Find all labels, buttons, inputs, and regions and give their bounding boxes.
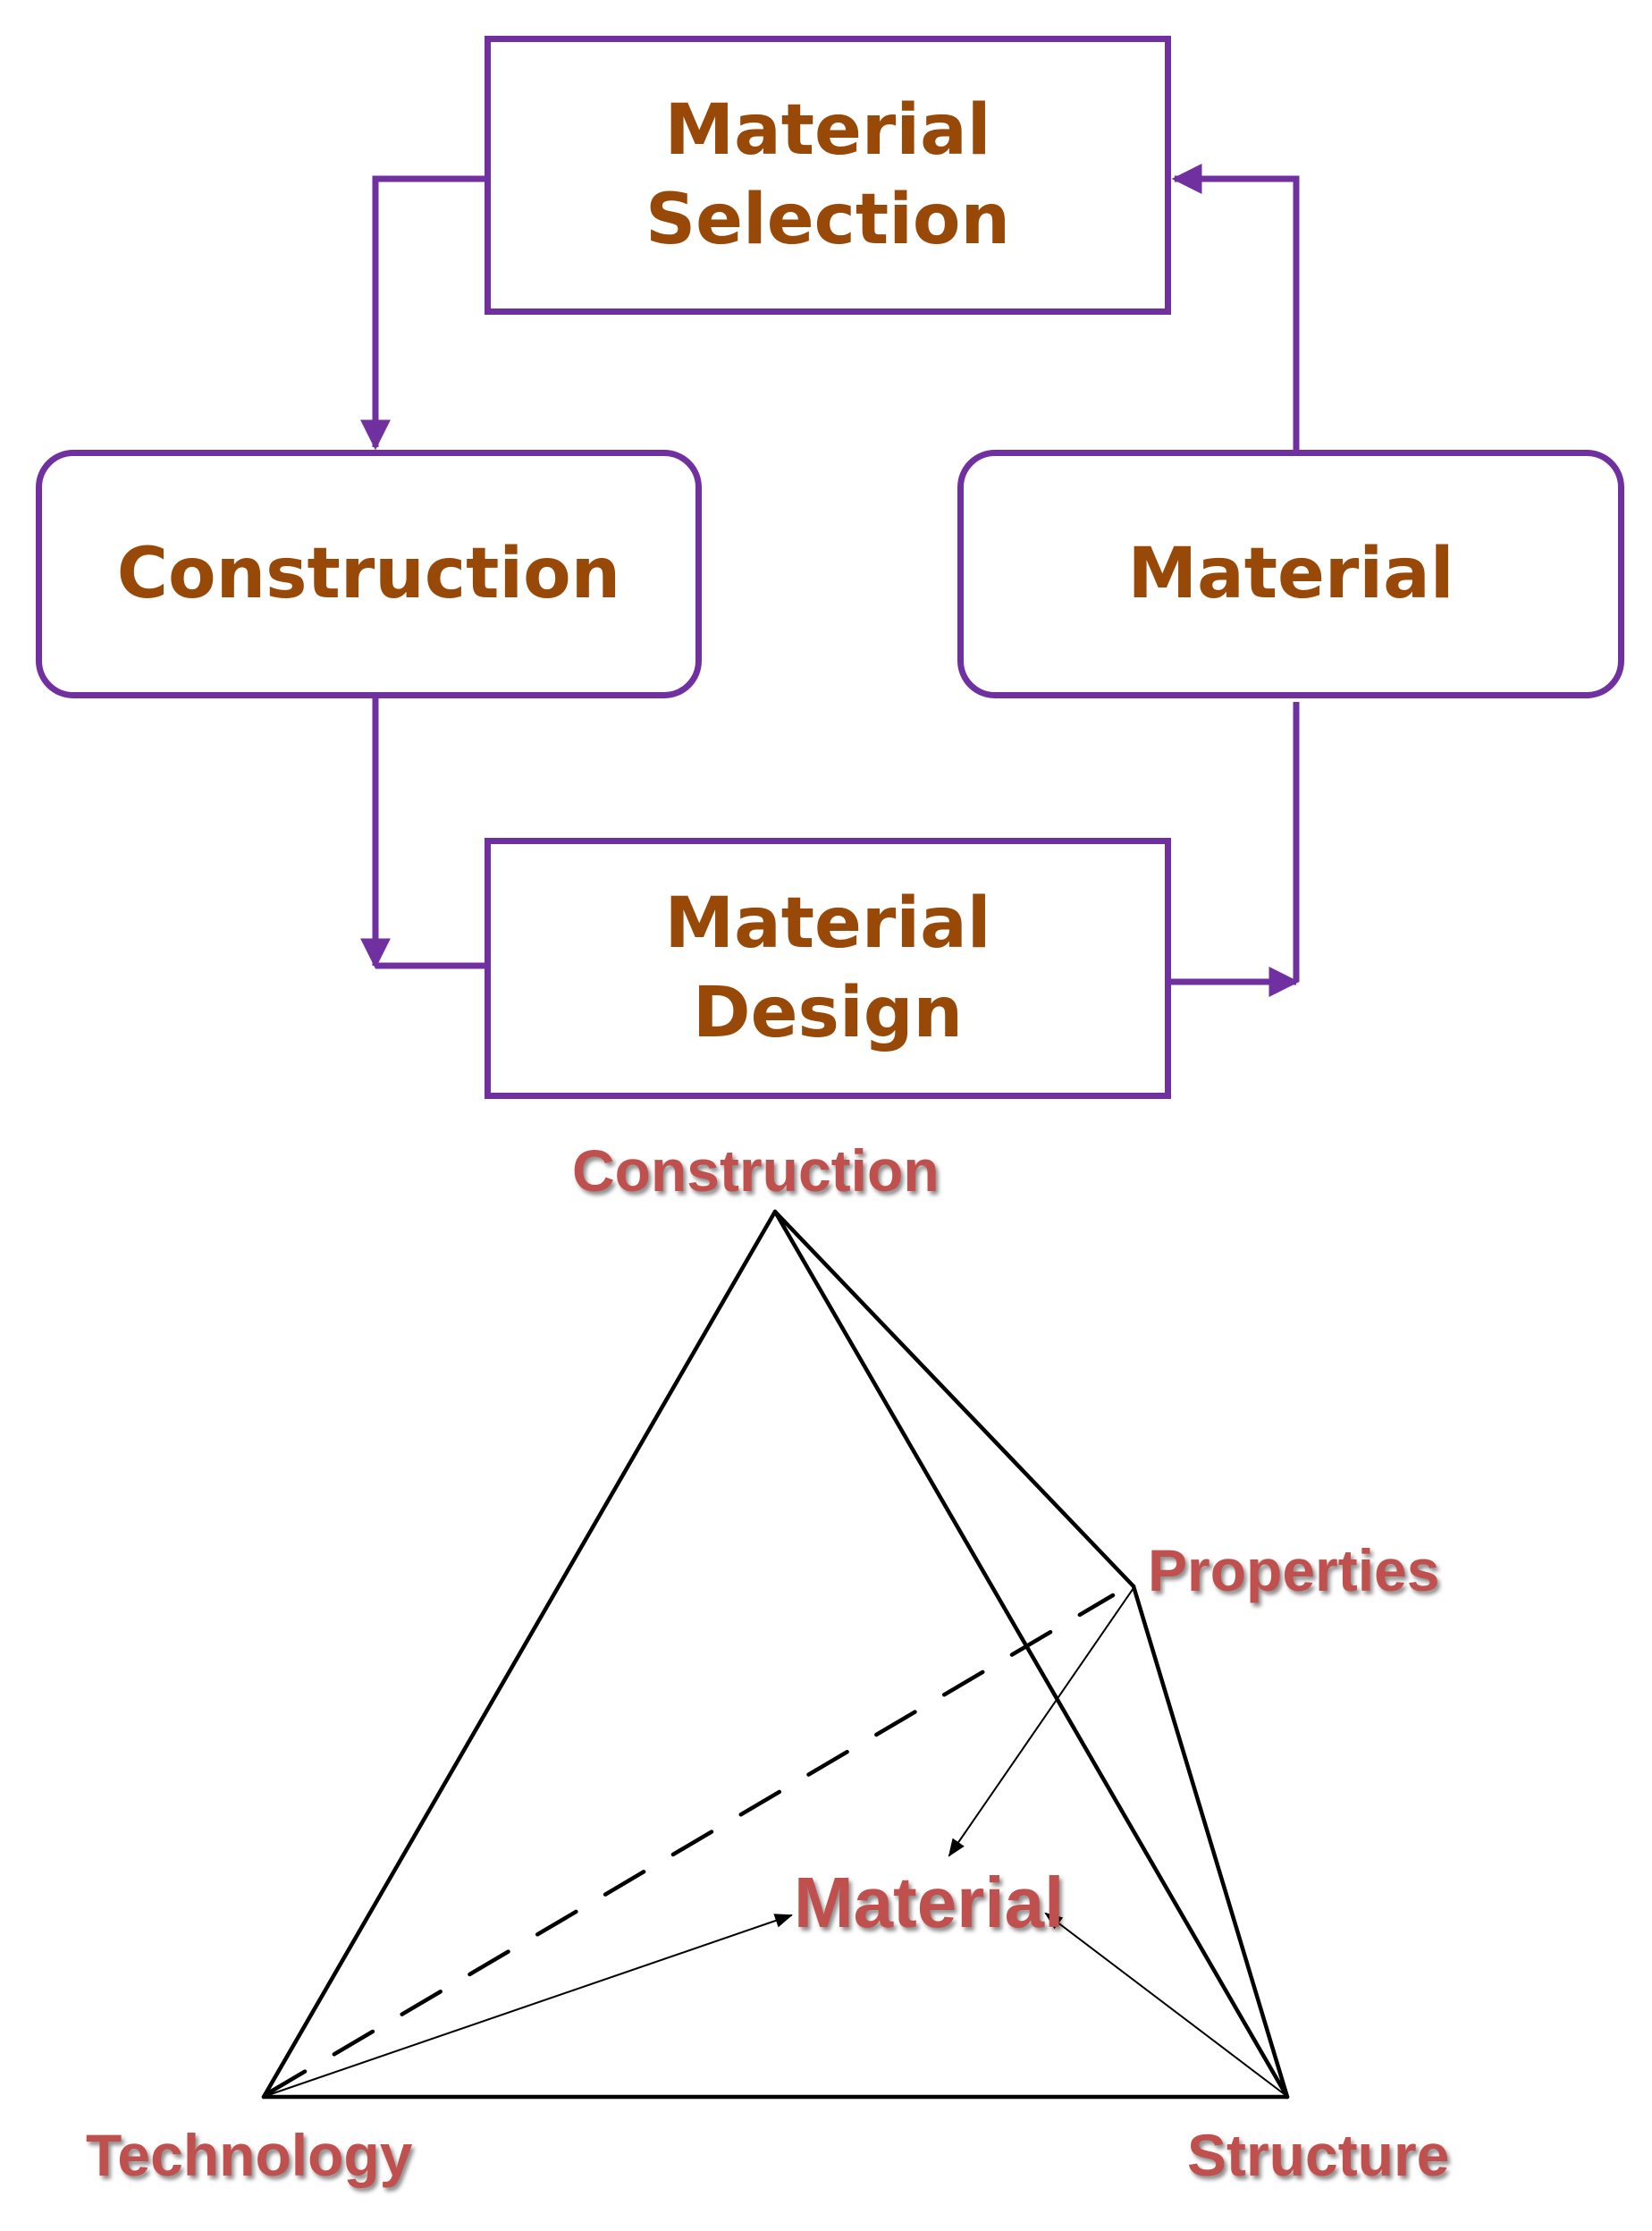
material-design-line1: Material: [664, 883, 991, 964]
edge-top-technology: [261, 1209, 778, 2100]
material-design-box: Material Design: [485, 838, 1171, 1099]
tetra-label-technology: Technology: [86, 2122, 413, 2188]
arrow-material-to-selection: [1171, 164, 1300, 450]
edge-technology-properties-hidden: [264, 1593, 1116, 2097]
arrow-technology-to-material: [267, 1914, 793, 2096]
edge-top-structure: [772, 1209, 1290, 2100]
tetra-label-construction: Construction: [572, 1137, 940, 1204]
tetra-label-structure: Structure: [1187, 2122, 1450, 2188]
flow-connectors: [360, 164, 1300, 997]
arrow-structure-to-material: [1044, 1912, 1286, 2096]
material-label: Material: [1127, 534, 1454, 614]
material-box: Material: [957, 450, 1624, 698]
material-selection-line2: Selection: [645, 180, 1011, 260]
tetrahedron: [261, 1209, 1290, 2100]
material-design-line2: Design: [692, 973, 964, 1053]
material-selection-box: Material Selection: [485, 36, 1171, 315]
edge-top-properties: [772, 1209, 1136, 1589]
edge-properties-structure: [1131, 1584, 1290, 2100]
arrow-properties-to-material: [948, 1587, 1134, 1857]
construction-label: Construction: [116, 534, 621, 614]
tetra-label-material: Material: [794, 1863, 1065, 1942]
arrow-selection-to-construction: [360, 175, 485, 451]
material-selection-line1: Material: [664, 90, 991, 171]
tetra-label-properties: Properties: [1148, 1537, 1440, 1603]
construction-box: Construction: [36, 450, 702, 698]
